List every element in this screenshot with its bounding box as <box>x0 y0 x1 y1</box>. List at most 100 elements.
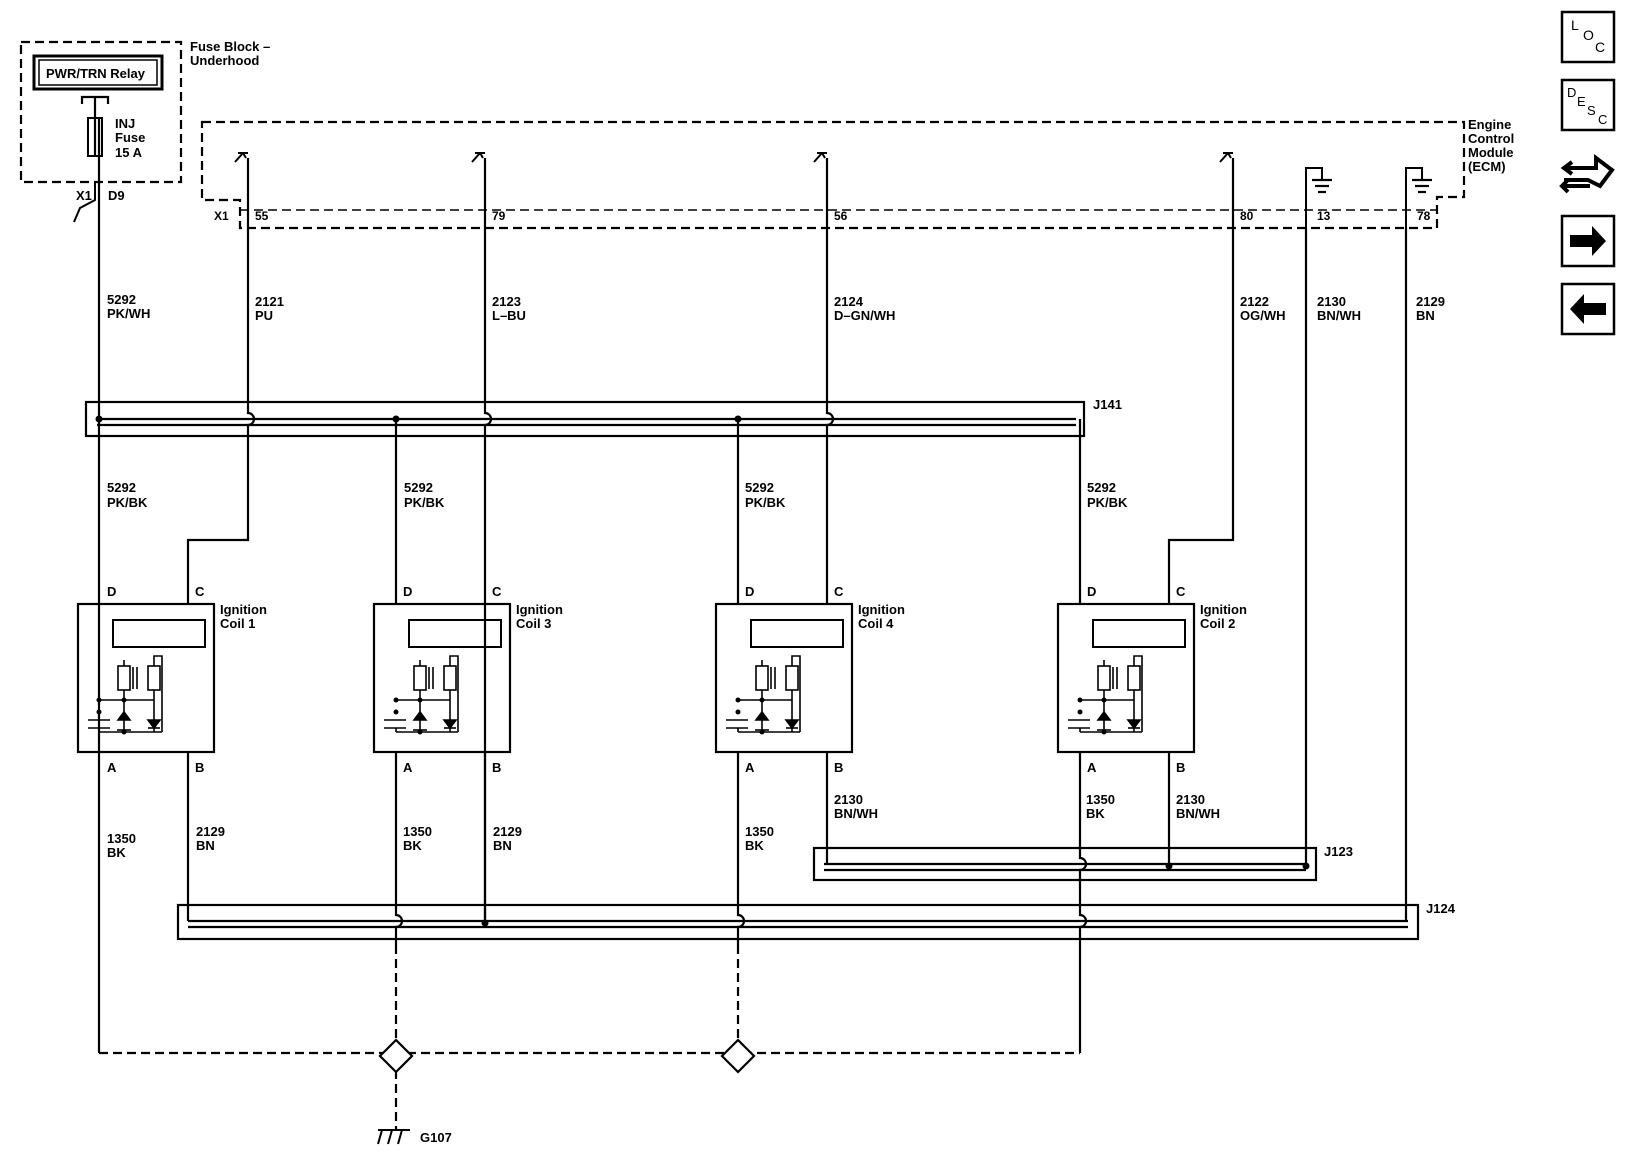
ground-paths <box>99 945 1080 1130</box>
wire-label-color: PU <box>255 308 273 323</box>
svg-text:L: L <box>1571 17 1579 33</box>
coil-name-2: Coil 1 <box>220 616 255 631</box>
wire-1350-coil2 <box>1078 752 1088 1053</box>
coil-pin-b: B <box>1176 760 1185 775</box>
wire-label-circuit: 2129 <box>1416 294 1445 309</box>
wires <box>97 118 1408 1053</box>
fuse-pin: D9 <box>108 188 125 203</box>
loc-button[interactable]: L O C <box>1560 10 1616 64</box>
splice-pack-j123 <box>812 846 1318 882</box>
connector-tool-button[interactable] <box>1559 146 1616 202</box>
ecm-pin-80: 80 <box>1240 209 1254 223</box>
ecm-pin-79: 79 <box>492 209 506 223</box>
fuse-rating: 15 A <box>115 145 143 160</box>
coil-pin-a: A <box>1087 760 1097 775</box>
wire-label-color: OG/WH <box>1240 308 1286 323</box>
coil-feed-circuit: 5292 <box>745 480 774 495</box>
coil-a-color: BK <box>107 845 126 860</box>
wire-2122 <box>1167 158 1235 604</box>
coil-pin-c: C <box>1176 584 1186 599</box>
wire-label-circuit: 2124 <box>834 294 864 309</box>
coil-pin-d: D <box>107 584 116 599</box>
wire-label-color: BN <box>1416 308 1435 323</box>
ground-g107-icon <box>377 1129 410 1145</box>
coil-a-color: BK <box>1086 806 1105 821</box>
prev-button[interactable] <box>1560 282 1616 336</box>
ecm-pin-56: 56 <box>834 209 848 223</box>
ecm-connector: X1 <box>214 209 229 223</box>
connector-tool-icon <box>1559 154 1615 194</box>
splice-label-j141: J141 <box>1093 397 1122 412</box>
ground-diamonds <box>378 1038 756 1074</box>
coil-name: Ignition <box>1200 602 1247 617</box>
coil-a-circuit: 1350 <box>107 831 136 846</box>
coil-a-circuit: 1350 <box>1086 792 1115 807</box>
splice-pack-j124 <box>176 903 1420 941</box>
coil-pin-c: C <box>195 584 205 599</box>
ecm-switch-icon <box>471 152 485 163</box>
wire-label-color: BN/WH <box>1317 308 1361 323</box>
arrow-right-icon <box>1570 226 1606 256</box>
coil-feed-circuit: 5292 <box>404 480 433 495</box>
wire-1350-coil4 <box>736 752 746 945</box>
fuse-label: Fuse <box>115 130 145 145</box>
ecm-ground-icon <box>1405 167 1432 228</box>
wire-label-circuit: 2123 <box>492 294 521 309</box>
wire-label-color: L–BU <box>492 308 526 323</box>
coil-pin-b: B <box>492 760 501 775</box>
coil-feed-color: PK/BK <box>745 495 786 510</box>
ignition-coil-1 <box>76 602 216 754</box>
ecm-title: Engine <box>1468 117 1511 132</box>
ecm-pin-55: 55 <box>255 209 269 223</box>
coil-a-circuit: 1350 <box>403 824 432 839</box>
wire-label-color: PK/WH <box>107 306 150 321</box>
coil-pin-b: B <box>834 760 843 775</box>
relay-label: PWR/TRN Relay <box>46 66 146 81</box>
ground-diamond-icon <box>378 1038 414 1074</box>
wire-2121 <box>186 158 256 604</box>
ignition-coil-3 <box>372 602 512 754</box>
ecm-pin-13: 13 <box>1317 209 1331 223</box>
coil-name-2: Coil 3 <box>516 616 551 631</box>
ecm-switch-icon <box>234 152 248 163</box>
location-icon: L O C <box>1571 17 1605 55</box>
ecm-ground-icon <box>1305 167 1332 228</box>
splice-dots <box>95 415 1310 927</box>
fuse-block-underhood <box>19 40 183 223</box>
fuse-block-title: Fuse Block – <box>190 39 270 54</box>
coil-pin-d: D <box>1087 584 1096 599</box>
coil-pin-d: D <box>403 584 412 599</box>
wire-label-circuit: 2121 <box>255 294 284 309</box>
ecm-switch-icon <box>813 152 827 163</box>
svg-text:C: C <box>1598 112 1607 127</box>
svg-text:D: D <box>1567 85 1576 100</box>
coil-b-circuit: 2130 <box>834 792 863 807</box>
coil-a-color: BK <box>745 838 764 853</box>
wire-label-circuit: 5292 <box>107 292 136 307</box>
coil-b-circuit: 2129 <box>493 824 522 839</box>
ecm-outline <box>200 120 1466 230</box>
next-button[interactable] <box>1560 214 1616 268</box>
wire-label-circuit: 2122 <box>1240 294 1269 309</box>
svg-text:O: O <box>1583 27 1594 43</box>
coil-name-2: Coil 2 <box>1200 616 1235 631</box>
coil-a-circuit: 1350 <box>745 824 774 839</box>
coil-b-color: BN/WH <box>1176 806 1220 821</box>
wire-2124 <box>825 158 835 604</box>
ignition-coil-4 <box>714 602 854 754</box>
fuse-block-outline <box>19 40 183 184</box>
coil-pin-c: C <box>834 584 844 599</box>
svg-text:S: S <box>1587 103 1596 118</box>
desc-button[interactable]: D E S C <box>1560 78 1616 132</box>
engine-control-module <box>200 120 1466 230</box>
nav-toolbar: L O C D E S C <box>1559 10 1616 336</box>
pwr-trn-relay-inner <box>38 59 158 86</box>
coil-pin-a: A <box>107 760 117 775</box>
arrow-left-icon <box>1570 294 1606 324</box>
coil-name: Ignition <box>516 602 563 617</box>
coil-feed-circuit: 5292 <box>1087 480 1116 495</box>
coil-feed-color: PK/BK <box>107 495 148 510</box>
coil-name: Ignition <box>858 602 905 617</box>
coil-feed-color: PK/BK <box>404 495 445 510</box>
coil-pin-b: B <box>195 760 204 775</box>
